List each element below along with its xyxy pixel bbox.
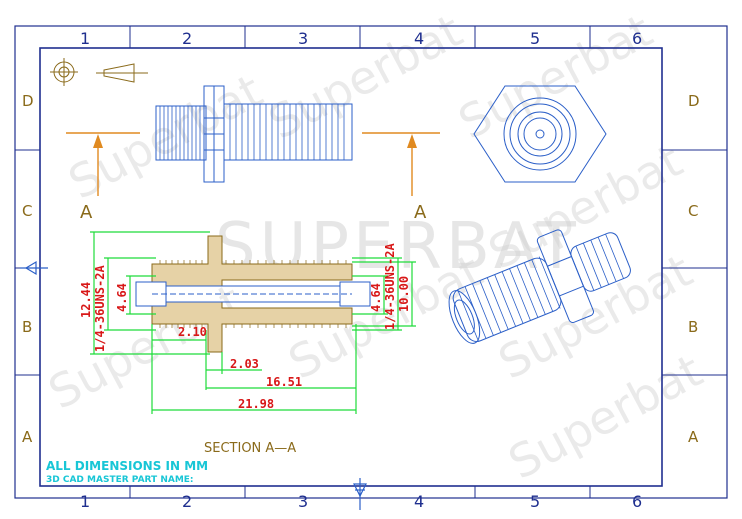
dim-outer-diameter: 12.44	[79, 282, 93, 318]
dim-pin-right: 4.64	[369, 283, 383, 312]
centering-marks	[20, 260, 367, 510]
dim-outer-right: 10.00	[397, 276, 411, 312]
column-label: 4	[414, 492, 424, 511]
column-label: 1	[80, 29, 90, 48]
watermark-text: Superbat	[60, 63, 271, 209]
column-label: 2	[182, 29, 192, 48]
projection-symbol	[50, 58, 148, 86]
note-cad-part: 3D CAD MASTER PART NAME:	[46, 475, 194, 485]
watermark-text: Superbat	[450, 3, 661, 149]
section-cut-label: A	[414, 202, 427, 223]
section-cut-label: A	[80, 202, 93, 223]
dim-pin-left: 4.64	[115, 283, 129, 312]
dimension-lines	[90, 231, 416, 414]
row-label: A	[688, 428, 699, 446]
connector-end-view	[473, 85, 607, 183]
dim-21-98: 21.98	[238, 397, 274, 411]
row-label: A	[22, 428, 33, 446]
row-label: D	[688, 92, 700, 110]
row-label: B	[688, 318, 698, 336]
note-units: ALL DIMENSIONS IN MM	[46, 459, 208, 473]
row-label: C	[688, 202, 698, 220]
column-labels-bottom: 1 2 3 4 5 6	[80, 492, 642, 511]
column-label: 3	[298, 29, 308, 48]
dim-16-51: 16.51	[266, 375, 302, 389]
dimension-labels: 12.44 1/4-36UNS-2A 4.64 4.64 1/4-36UNS-2…	[79, 243, 411, 411]
connector-side-view	[66, 85, 440, 183]
row-label: D	[22, 92, 34, 110]
column-label: 2	[182, 492, 192, 511]
column-label: 1	[80, 492, 90, 511]
column-ticks	[15, 26, 727, 498]
row-label: B	[22, 318, 32, 336]
row-labels-left: D C B A	[22, 92, 34, 446]
column-labels-top: 1 2 3 4 5 6	[80, 29, 642, 48]
column-label: 5	[530, 492, 540, 511]
row-label: C	[22, 202, 32, 220]
row-labels-right: D C B A	[688, 92, 700, 446]
dim-2-10: 2.10	[178, 325, 207, 339]
dim-thread-left: 1/4-36UNS-2A	[93, 265, 107, 352]
column-label: 3	[298, 492, 308, 511]
dim-2-03: 2.03	[230, 357, 259, 371]
column-label: 4	[414, 29, 424, 48]
column-label: 6	[632, 29, 642, 48]
outer-frame	[14, 25, 728, 499]
column-label: 5	[530, 29, 540, 48]
dim-thread-right: 1/4-36UNS-2A	[383, 243, 397, 330]
section-cut-markers: A A	[80, 134, 427, 223]
section-title: SECTION A—A	[204, 441, 296, 456]
column-label: 6	[632, 492, 642, 511]
connector-isometric-view	[448, 229, 631, 344]
section-view	[135, 235, 371, 353]
inner-frame	[39, 47, 663, 487]
watermark-layer: Superbat Superbat Superbat Superbat Supe…	[40, 3, 711, 489]
watermark-text: Superbat	[260, 3, 471, 149]
